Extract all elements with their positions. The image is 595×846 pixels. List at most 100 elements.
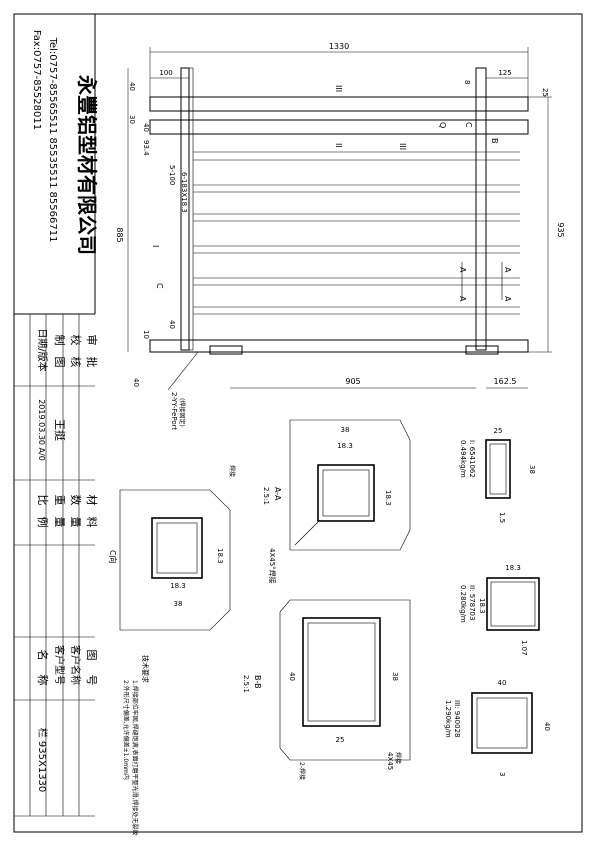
aa-title: A-A <box>273 487 282 501</box>
label-A-left: A <box>458 267 467 273</box>
tb-date-version: 2019.03.30 A/0 <box>37 399 46 461</box>
tb-customer: 客户名称 <box>69 645 82 685</box>
tb-name: 名 <box>36 650 50 661</box>
aa-scale: 2.5:1 <box>262 487 270 505</box>
tb-label-review: 审 <box>85 335 99 346</box>
tb-part-name: 栏 935X1330 <box>36 728 49 793</box>
tb-drawing-no2: 号 <box>85 675 98 686</box>
ref-C: C <box>464 122 473 128</box>
label-B: B <box>490 138 499 144</box>
bb-scale: 2.5:1 <box>242 675 250 693</box>
profile-III-h: 40 <box>543 722 551 731</box>
c-dim-bottom: 38 <box>174 600 183 608</box>
profile-III-w: 40 <box>498 679 507 687</box>
profile-II-code: II: 578703 <box>468 585 476 620</box>
label-A-right: A <box>503 267 512 273</box>
sheet-border <box>13 13 583 833</box>
ref-Q: Q <box>438 122 447 128</box>
aa-note: 4X45°焊接 <box>268 548 277 584</box>
tech-notes: 技术要求 1.焊接部位牢固,焊缝饱满,表面打磨平整光滑,焊接处无裂纹 2.外形尺… <box>122 655 150 835</box>
dim-height-935: 935 <box>556 222 565 237</box>
callout-fastener: 2-YY-FePort <box>170 392 178 430</box>
label-II-mid: II <box>334 143 343 148</box>
title-block: 审 批 校 核 制 图 日期/版本 王挺 2019.03.30 A/0 材 料 … <box>14 313 99 817</box>
section-c: C向 18.3 18.3 38 <box>108 489 231 631</box>
company-header: 永豐铝型材有限公司 Tel:0757-85565511 85535511 855… <box>31 14 99 314</box>
bb-dim-left: 40 <box>288 672 296 681</box>
company-fax: Fax:0757-85528011 <box>31 30 42 130</box>
tb-scale: 比 <box>36 495 49 506</box>
company-name: 永豐铝型材有限公司 <box>75 74 99 255</box>
tech-notes-title: 技术要求 <box>141 655 150 683</box>
profile-II-weight: 0.280kg/m <box>459 585 467 623</box>
dim-spacing-1: 5-100 <box>168 165 176 185</box>
label-A-right2: A <box>503 296 512 302</box>
dim-right-25: 25 <box>541 88 549 97</box>
profile-I-t: 1.5 <box>498 512 506 523</box>
dim-spacing-2: 6-183X18.3 <box>180 172 188 213</box>
c-dim-side: 18.3 <box>216 548 224 564</box>
profile-I-weight: 0.494kg/m <box>459 440 467 478</box>
tb-weight2: 量 <box>53 517 66 528</box>
profile-II-w: 18.3 <box>505 564 521 572</box>
main-front-view: 1330 100 125 885 935 40 30 40 93.4 5-100… <box>115 42 565 430</box>
aa-dim-inner: 18.3 <box>337 442 353 450</box>
profile-III-weight: 1.290kg/m <box>444 700 452 738</box>
dim-total-width: 1330 <box>329 42 349 51</box>
section-bb: B-B 2.5:1 40 38 25 4X45 焊接 2-焊接 <box>242 599 411 780</box>
tech-note-1: 1.焊接部位牢固,焊缝饱满,表面打磨平整光滑,焊接处无裂纹 <box>131 680 139 835</box>
tb-customer-model: 客户型号 <box>53 645 66 685</box>
section-aa: 38 18.3 18.3 A-A 2.5:1 4X45°焊接 焊接 <box>228 419 411 584</box>
profile-II-t: 1.07 <box>520 640 528 656</box>
tb-scale2: 例 <box>36 517 50 528</box>
tb-qty2: 量 <box>69 517 82 528</box>
tb-name2: 称 <box>36 675 50 686</box>
dim-post-93: 93.4 <box>142 140 150 156</box>
tb-label-review2: 批 <box>85 357 99 368</box>
label-III-mid: III <box>398 143 407 150</box>
dim-left-offset: 100 <box>159 69 172 77</box>
dim-gap-30: 30 <box>128 115 136 124</box>
tb-material: 材 <box>85 495 99 506</box>
tb-label-draw: 制 <box>53 335 66 346</box>
dim-span-905: 905 <box>345 377 360 386</box>
profile-II-h: 18.3 <box>478 598 486 614</box>
dim-bottom-40: 40 <box>168 320 176 329</box>
tb-drawing-no: 图 <box>85 650 98 661</box>
aa-tag: 焊接 <box>228 465 236 477</box>
dim-post-40: 40 <box>142 123 150 132</box>
tb-label-check: 校 <box>69 335 83 346</box>
tb-weight: 重 <box>53 495 67 506</box>
profile-III-t: 3 <box>498 772 506 776</box>
c-title: C向 <box>108 550 118 564</box>
bb-note-3: 2-焊接 <box>298 762 306 780</box>
bb-note-2: 焊接 <box>394 752 402 764</box>
label-A-left2: A <box>458 296 467 302</box>
tb-label-draw2: 图 <box>53 357 66 368</box>
tb-label-date: 日期/版本 <box>36 328 49 371</box>
bb-note-1: 4X45 <box>386 752 394 770</box>
dim-right-offset: 125 <box>498 69 511 77</box>
dim-right-8: 8 <box>463 80 471 84</box>
profile-II: II: 578703 0.280kg/m 18.3 18.3 1.07 <box>459 564 540 656</box>
profile-III: III: 940028 1.290kg/m 40 40 3 <box>444 679 551 776</box>
bb-title: B-B <box>253 675 262 689</box>
dim-bottom-10: 10 <box>142 330 150 339</box>
tb-label-check2: 核 <box>69 357 83 368</box>
aa-dim-top: 38 <box>341 426 350 434</box>
profile-I-code: I: 6541062 <box>468 440 476 478</box>
dim-span-162: 162.5 <box>494 377 517 386</box>
tb-qty: 数 <box>69 495 82 506</box>
label-III-top: III <box>334 85 343 92</box>
c-dim-inner: 18.3 <box>170 582 186 590</box>
profile-I-w: 25 <box>494 427 503 435</box>
aa-dim-side: 18.3 <box>384 490 392 506</box>
dim-bottom-40b: 40 <box>132 378 140 387</box>
profile-III-code: III: 940028 <box>453 700 461 738</box>
company-tel: Tel:0757-85565511 85535511 85566711 <box>47 37 58 243</box>
bb-dim-bottom: 25 <box>336 736 345 744</box>
bb-dim-right: 38 <box>391 672 399 681</box>
tech-note-2: 2.外形尺寸偏差,允许偏差±1.0mm内 <box>122 680 130 780</box>
